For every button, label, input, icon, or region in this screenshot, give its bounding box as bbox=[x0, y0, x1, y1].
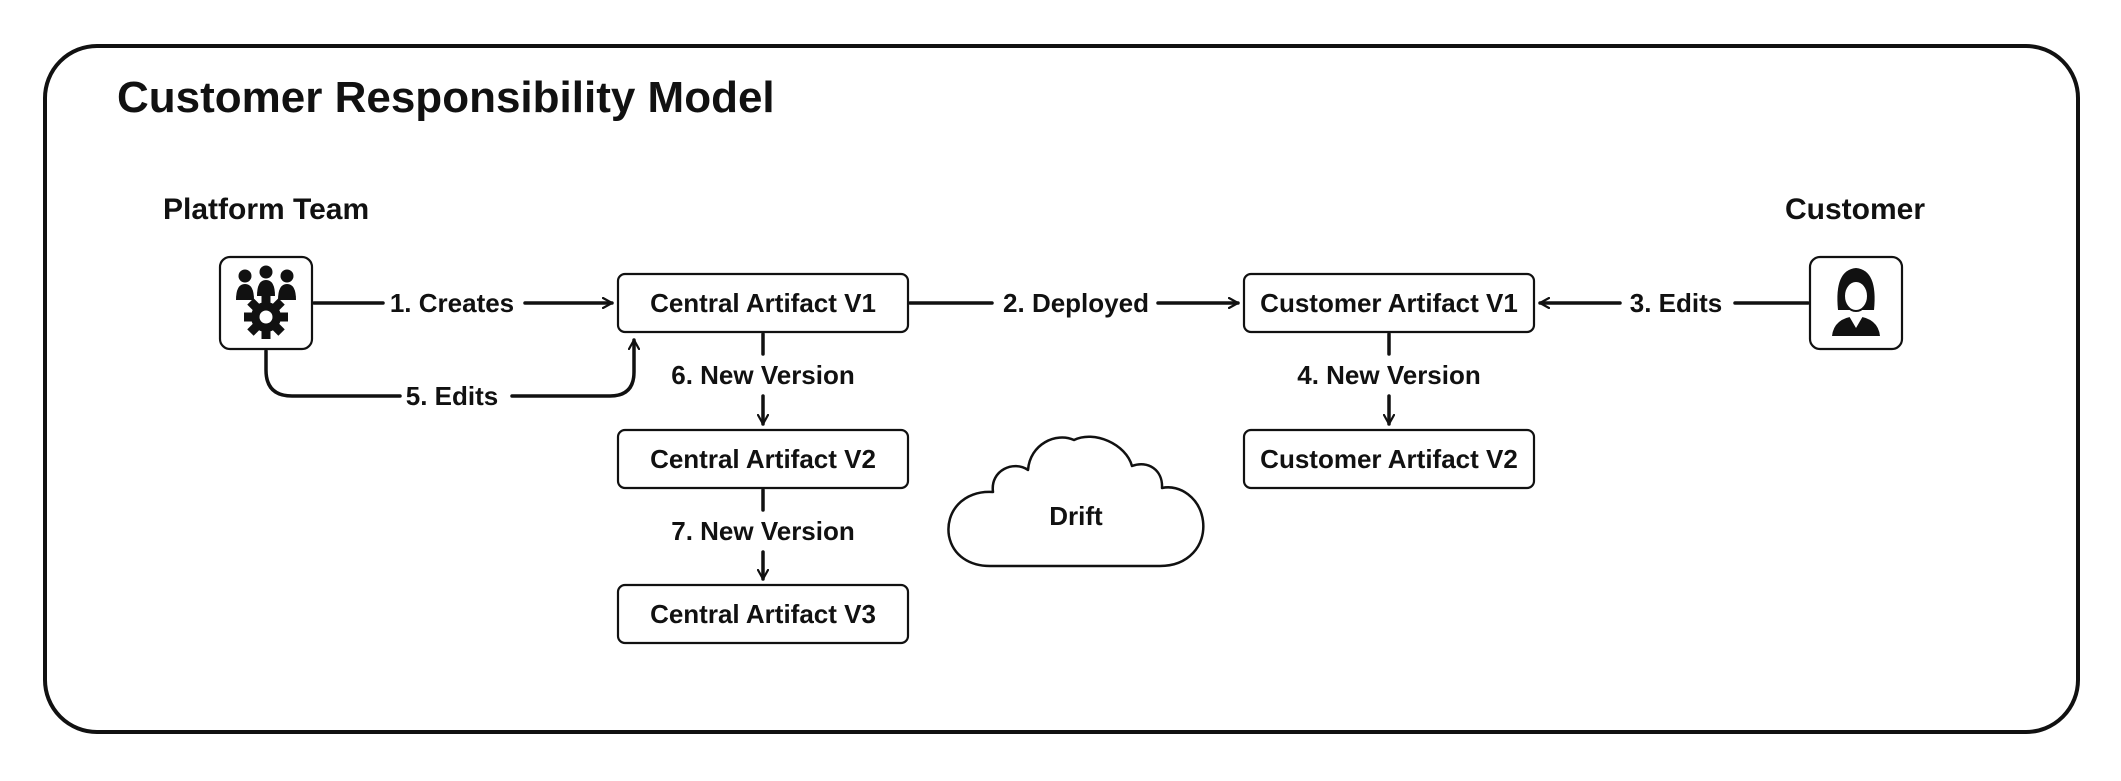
central-artifact-v1-node: Central Artifact V1 bbox=[616, 272, 910, 334]
drift-label: Drift bbox=[1049, 501, 1103, 531]
edge-platform-edits-label: 5. Edits bbox=[406, 381, 498, 411]
customer-label: Customer bbox=[1785, 193, 1925, 226]
drift-cloud: Drift bbox=[947, 435, 1205, 568]
platform-team-label: Platform Team bbox=[163, 193, 369, 226]
central-artifact-v1-label: Central Artifact V1 bbox=[650, 288, 876, 318]
edge-central-new-version-7: 7. New Version bbox=[671, 488, 855, 581]
central-artifact-v3-node: Central Artifact V3 bbox=[616, 583, 910, 645]
edge-customer-new-version: 4. New Version bbox=[1297, 332, 1481, 426]
edge-customer-new-version-label: 4. New Version bbox=[1297, 360, 1481, 390]
edge-customer-edits: 3. Edits bbox=[1538, 288, 1810, 318]
edge-platform-edits: 5. Edits bbox=[264, 338, 634, 411]
edge-central-new-version-6-label: 6. New Version bbox=[671, 360, 855, 390]
edge-customer-edits-label: 3. Edits bbox=[1630, 288, 1722, 318]
central-artifact-v3-label: Central Artifact V3 bbox=[650, 599, 876, 629]
customer-artifact-v1-node: Customer Artifact V1 bbox=[1242, 272, 1536, 334]
customer-artifact-v1-label: Customer Artifact V1 bbox=[1260, 288, 1518, 318]
edge-central-new-version-7-label: 7. New Version bbox=[671, 516, 855, 546]
edge-deployed-label: 2. Deployed bbox=[1003, 288, 1149, 318]
customer-artifact-v2-node: Customer Artifact V2 bbox=[1242, 428, 1536, 490]
central-artifact-v2-node: Central Artifact V2 bbox=[616, 428, 910, 490]
diagram-title: Customer Responsibility Model bbox=[117, 73, 775, 122]
team-gear-icon bbox=[218, 255, 314, 351]
customer-person-icon bbox=[1808, 255, 1904, 351]
edge-creates: 1. Creates bbox=[312, 288, 614, 318]
edge-deployed: 2. Deployed bbox=[908, 288, 1240, 318]
edge-central-new-version-6: 6. New Version bbox=[671, 332, 855, 426]
central-artifact-v2-label: Central Artifact V2 bbox=[650, 444, 876, 474]
diagram-frame bbox=[43, 44, 2080, 734]
customer-artifact-v2-label: Customer Artifact V2 bbox=[1260, 444, 1518, 474]
edge-creates-label: 1. Creates bbox=[390, 288, 514, 318]
